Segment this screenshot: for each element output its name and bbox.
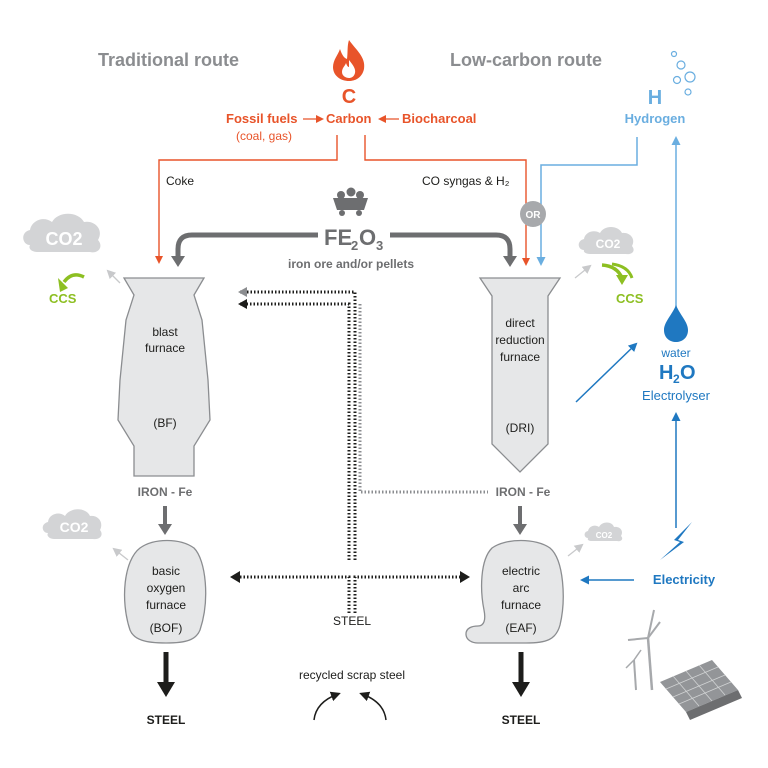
scrap-steel-routes (240, 290, 460, 613)
scrap-to-bf-arrowhead-2 (238, 299, 247, 309)
eaf-label-line1: electric (502, 564, 540, 578)
carbon-label: Carbon (326, 111, 372, 126)
coke-label: Coke (166, 174, 194, 188)
svg-text:2: 2 (351, 238, 358, 253)
dri-emission-arrow (574, 264, 592, 279)
svg-text:FE: FE (324, 225, 352, 250)
ccs-arrow-left (62, 273, 85, 284)
electrolyser-label: Electrolyser (642, 388, 711, 403)
dri-abbr: (DRI) (506, 421, 535, 435)
eaf-emission-arrow (567, 543, 584, 557)
scrap-input-arrow-left (313, 691, 341, 721)
hydrogen-bubbles-icon (670, 50, 696, 96)
steel-output-right: STEEL (502, 713, 541, 727)
basic-oxygen-furnace: basic oxygen furnace (BOF) (123, 539, 207, 644)
svg-text:O: O (359, 225, 376, 250)
or-label: OR (526, 210, 542, 221)
ccs-label-right: CCS (616, 291, 644, 306)
bof-emission-arrow (112, 547, 129, 561)
bof-abbr: (BOF) (150, 621, 183, 635)
blast-furnace: blast furnace (BF) (117, 277, 211, 477)
wind-turbine-icon (625, 609, 661, 691)
svg-text:3: 3 (376, 238, 383, 253)
svg-text:2: 2 (673, 372, 680, 386)
biocharcoal-label: Biocharcoal (402, 111, 476, 126)
ore-to-dri-arrowhead (503, 256, 517, 267)
steel-output-left: STEEL (147, 713, 186, 727)
iron-label-right: IRON - Fe (496, 485, 551, 499)
solar-panel-icon (660, 660, 742, 720)
svg-text:CO2: CO2 (596, 237, 621, 251)
dri-label-line2: reduction (495, 333, 544, 347)
iron-ore-label: iron ore and/or pellets (288, 257, 414, 271)
hydrogen-label: Hydrogen (625, 111, 686, 126)
h2o-formula: H 2 O (659, 362, 696, 386)
ore-to-dri-arrow (390, 232, 513, 258)
electric-arc-furnace: electric arc furnace (EAF) (465, 539, 564, 644)
scrap-to-bof-arrowhead (230, 571, 240, 583)
ccs-arrowhead-right (616, 275, 628, 285)
coke-flow-line (155, 135, 338, 264)
co2-cloud-left-bottom: CO2 (42, 509, 102, 540)
iron-label-left: IRON - Fe (138, 485, 193, 499)
ccs-label-left: CCS (49, 291, 77, 306)
eaf-to-steel-arrowhead (512, 682, 530, 697)
hydrogen-symbol: H (648, 87, 662, 109)
flame-icon (333, 40, 365, 81)
co2-cloud-right-bottom: CO2 (584, 522, 623, 542)
mine-cart-icon (333, 187, 368, 216)
bof-to-steel-arrowhead (157, 682, 175, 697)
or-circle (520, 201, 546, 227)
water-drop-icon (664, 305, 688, 342)
dri-to-eaf-arrowhead (513, 524, 527, 535)
dri-label-line3: furnace (500, 350, 540, 364)
ccs-arrow-right-2 (611, 262, 634, 279)
scrap-steel-label: STEEL (333, 614, 371, 628)
co2-cloud-right-top: CO2 (578, 227, 634, 255)
svg-text:CO2: CO2 (60, 519, 89, 535)
bof-label-line1: basic (152, 564, 180, 578)
lightning-bolt-icon (660, 522, 692, 560)
syngas-label: CO syngas & H₂ (422, 174, 510, 188)
co2-cloud-left-top: CO2 (23, 213, 101, 253)
ore-to-bf-arrow (175, 232, 318, 258)
bf-abbr: (BF) (153, 416, 176, 430)
ore-to-bf-arrowhead (171, 256, 185, 267)
direct-reduction-furnace: direct reduction furnace (DRI) (478, 277, 562, 473)
eaf-label-line3: furnace (501, 598, 541, 612)
svg-text:CO2: CO2 (596, 531, 613, 540)
svg-text:CO2: CO2 (45, 229, 82, 249)
bf-label-line1: blast (152, 325, 178, 339)
bof-label-line3: furnace (146, 598, 186, 612)
scrap-to-eaf-arrowhead (460, 571, 470, 583)
bf-emission-arrow (106, 269, 121, 284)
electricity-label: Electricity (653, 572, 716, 587)
scrap-input-arrow-right (359, 691, 387, 721)
ccs-arrowhead-left (58, 278, 68, 292)
eaf-label-line2: arc (513, 581, 530, 595)
recycled-scrap-label: recycled scrap steel (299, 668, 405, 682)
scrap-to-dri-route (358, 304, 488, 494)
bof-label-line2: oxygen (147, 581, 186, 595)
syngas-flow-line (364, 135, 530, 266)
water-label: water (660, 346, 690, 360)
eaf-abbr: (EAF) (505, 621, 536, 635)
svg-text:O: O (680, 362, 696, 384)
iron-ore-formula: FE 2 O 3 (324, 225, 383, 253)
fossil-fuels-label: Fossil fuels (226, 111, 298, 126)
bf-to-bof-arrowhead (158, 524, 172, 535)
traditional-route-heading: Traditional route (98, 50, 239, 70)
fossil-fuels-sublabel: (coal, gas) (236, 129, 292, 143)
dri-label-line1: direct (505, 316, 535, 330)
bf-label-line2: furnace (145, 341, 185, 355)
low-carbon-route-heading: Low-carbon route (450, 50, 602, 70)
electrolyser-to-dri-arrow (575, 342, 638, 403)
carbon-symbol: C (342, 86, 356, 108)
svg-text:H: H (659, 362, 673, 384)
scrap-to-bf-arrowhead-1 (238, 287, 247, 297)
